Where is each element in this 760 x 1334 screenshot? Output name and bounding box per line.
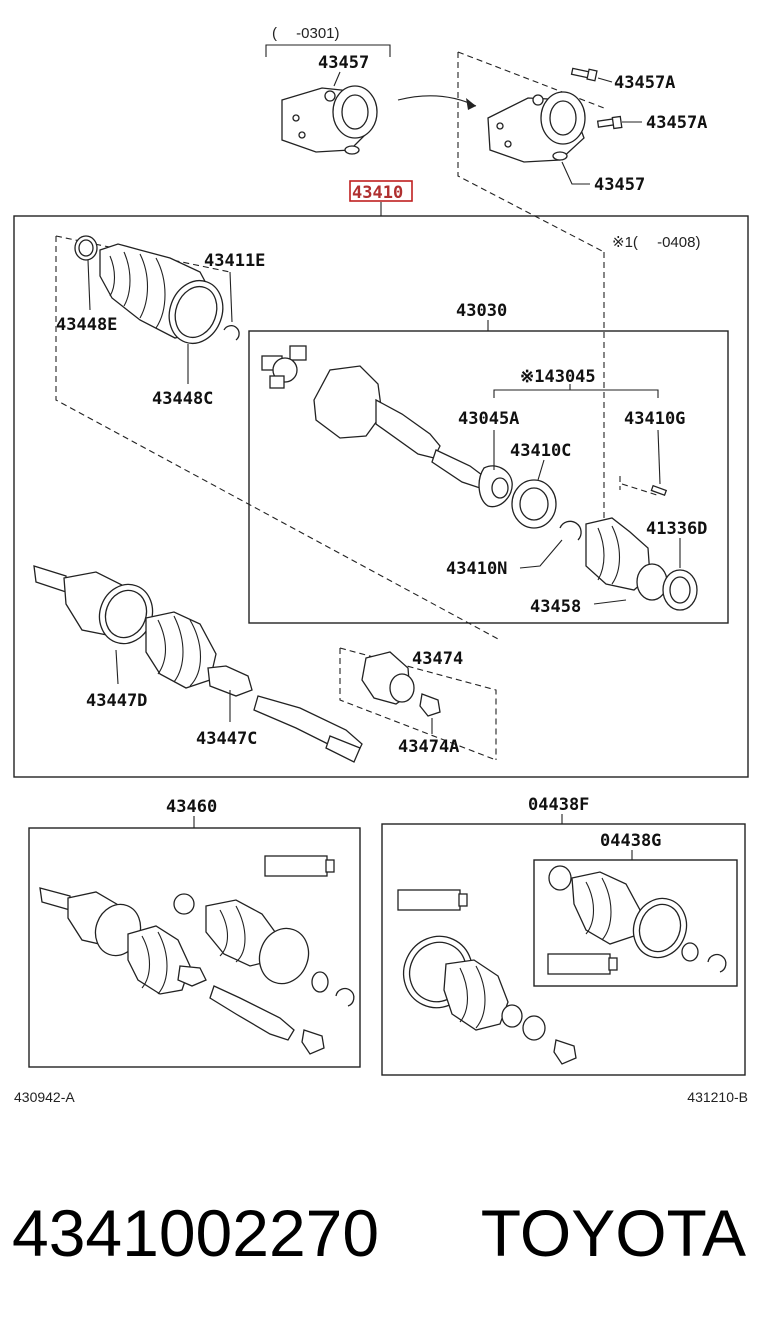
snap-ring-icon (223, 325, 240, 341)
assembly-frame (13, 215, 749, 778)
range-bracket (265, 44, 391, 57)
pin-icon (650, 484, 668, 497)
inboard-housing-icon (313, 365, 383, 439)
assembly-code: 43410 (352, 183, 403, 203)
bolt-upper-icon (570, 67, 598, 82)
left-kit-frame (28, 827, 361, 1068)
footer-brand: TOYOTA (481, 1196, 746, 1270)
bolt-lower-code: 43457A (646, 113, 707, 133)
bolt-lower-icon (596, 115, 623, 130)
ring-icon (559, 520, 582, 541)
bearing-bracket-new (487, 91, 586, 163)
bracket-new-code: 43457 (594, 175, 645, 195)
ring-code: 43410N (446, 559, 507, 579)
kit-code: ※143045 (520, 367, 596, 387)
right-inner-kit-frame (533, 859, 738, 987)
left-kit-parts (39, 855, 355, 1055)
clamp-code: 43458 (530, 597, 581, 617)
inboard-parts: ※143045 43045A 43410G 43410C 41336D 4341… (261, 252, 707, 617)
right-kit-frame (381, 823, 746, 1076)
supersede-arrow (397, 95, 477, 107)
bracket-old-code: 43457 (318, 53, 369, 73)
damper-clamp-code: 43474A (398, 737, 459, 757)
damper-code: 43474 (412, 649, 463, 669)
clamp-large-code: 43448C (152, 389, 213, 409)
pin-code: 43410G (624, 409, 685, 429)
left-kit-code: 43460 (166, 797, 217, 817)
grease-tube3-icon (547, 953, 611, 975)
boot-code: 41336D (646, 519, 707, 539)
left-kit-boot-icon (127, 925, 191, 995)
right-kit-code: 04438F (528, 795, 589, 815)
seal-code: 43045A (458, 409, 519, 429)
grease-tube-icon (264, 855, 328, 877)
grease-tube2-icon (397, 889, 461, 911)
highlight-box (349, 180, 413, 202)
bearing-bracket-old (281, 85, 378, 155)
boot-clamp-icon (636, 563, 668, 601)
bracket-group: ( -0301) 43457 (265, 25, 707, 253)
right-kit-parts (397, 865, 727, 1065)
ref-right: 431210-B (687, 1089, 748, 1105)
ref-left: 430942-A (14, 1089, 75, 1105)
range-note: ( -0301) (272, 25, 340, 42)
assembly-note: ※1( -0408) (612, 234, 700, 251)
boot-large-code: 43447D (86, 691, 147, 711)
footer-part-number: 4341002270 (12, 1196, 379, 1270)
inboard-box (248, 330, 729, 624)
bearing-code: 43410C (510, 441, 571, 461)
right-inner-kit-code: 04438G (600, 831, 661, 851)
cv-spline-icon (33, 565, 67, 593)
boot-small-code: 43447C (196, 729, 257, 749)
bolt-upper-code: 43457A (614, 73, 675, 93)
shaft-group: 43447D 43447C 43474 43474A (33, 565, 497, 763)
tripod-icon (261, 345, 307, 389)
outer-boot-group: 43411E 43448E 43448C (55, 235, 501, 641)
right-kit-boot-icon (443, 959, 509, 1031)
shaft-boot-icon (145, 611, 217, 689)
damper-clamp-icon (419, 693, 441, 717)
inboard-box-code: 43030 (456, 301, 507, 321)
clamp-small-code: 43448E (56, 315, 117, 335)
snap-ring-code: 43411E (204, 251, 265, 271)
